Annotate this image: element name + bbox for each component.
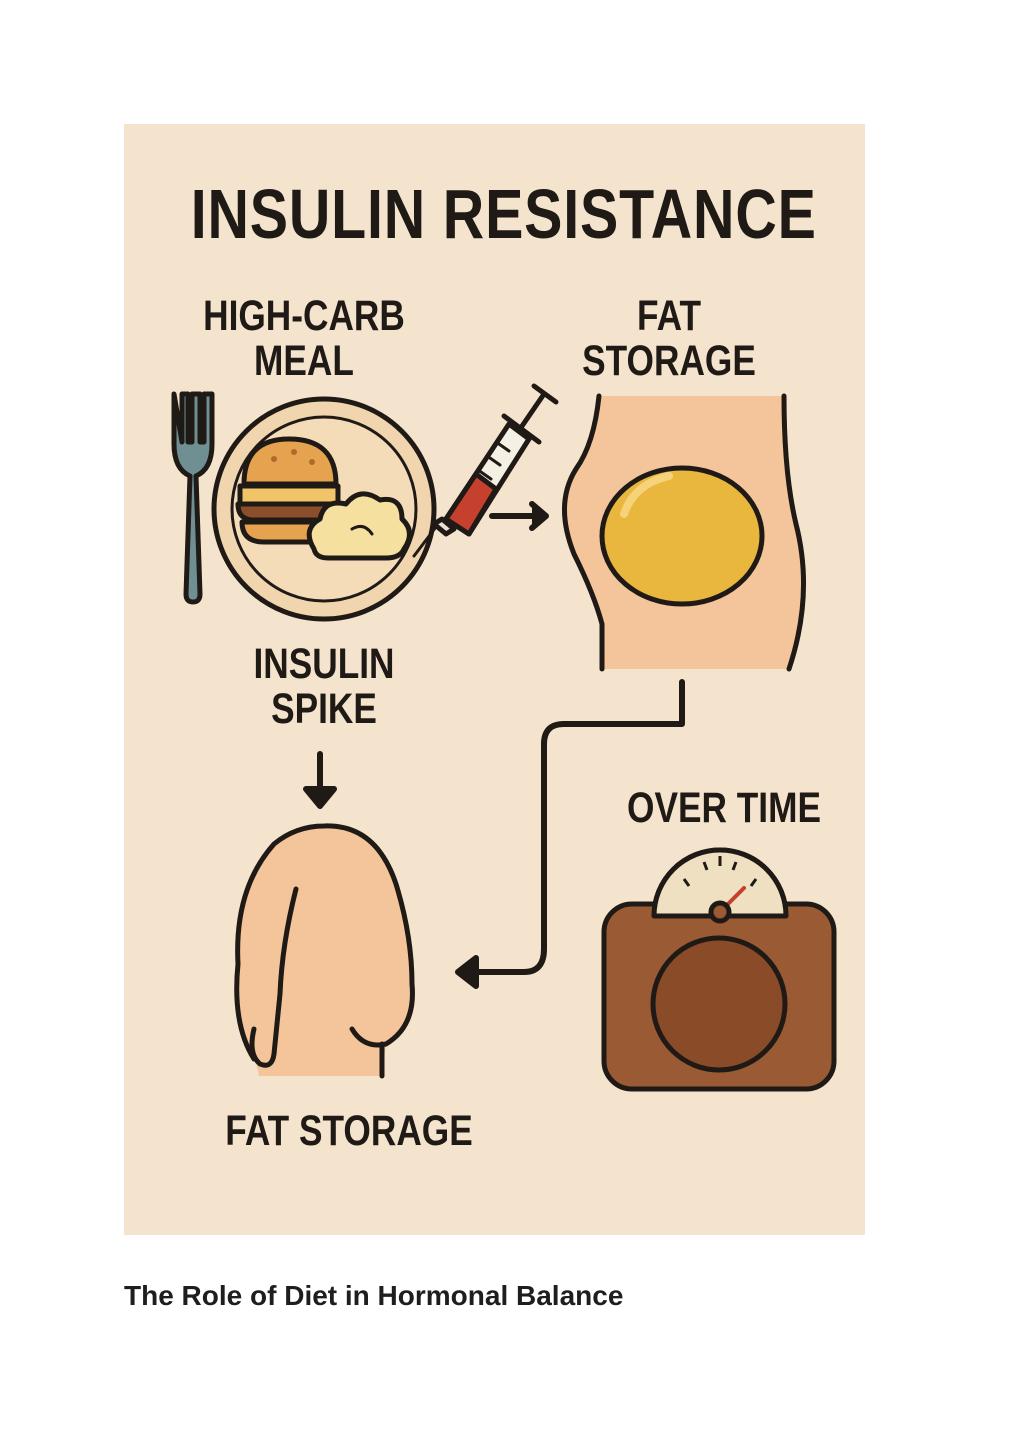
infographic-title: INSULIN RESISTANCE <box>190 175 817 253</box>
label-line: SPIKE <box>271 685 377 734</box>
insulin-resistance-infographic: INSULIN RESISTANCE HIGH-CARB MEAL FAT ST… <box>124 124 865 1235</box>
over-time-label: OVER TIME <box>627 784 821 832</box>
label-line: MEAL <box>254 337 354 386</box>
label-line: FAT <box>637 292 701 340</box>
label-line: HIGH-CARB <box>203 292 405 340</box>
arrow-icon <box>455 679 685 989</box>
fat-storage-label-bottom: FAT STORAGE <box>225 1107 473 1155</box>
infographic-artwork <box>171 383 837 1092</box>
belly-fat-icon <box>562 393 806 672</box>
label-line: INSULIN <box>253 640 395 688</box>
body-silhouette-icon <box>234 823 415 1079</box>
fork-icon <box>171 391 215 605</box>
high-carb-meal-label: HIGH-CARB MEAL <box>189 292 419 386</box>
arrow-icon <box>489 501 549 531</box>
arrow-icon <box>303 751 337 809</box>
syringe-icon <box>412 383 559 558</box>
fat-storage-label-top: FAT STORAGE <box>567 292 772 386</box>
insulin-spike-label: INSULIN SPIKE <box>226 640 423 734</box>
label-line: STORAGE <box>582 337 756 386</box>
weight-scale-icon <box>601 847 837 1092</box>
mashed-potato-icon <box>306 491 412 561</box>
page-heading: The Role of Diet in Hormonal Balance <box>124 1280 624 1311</box>
